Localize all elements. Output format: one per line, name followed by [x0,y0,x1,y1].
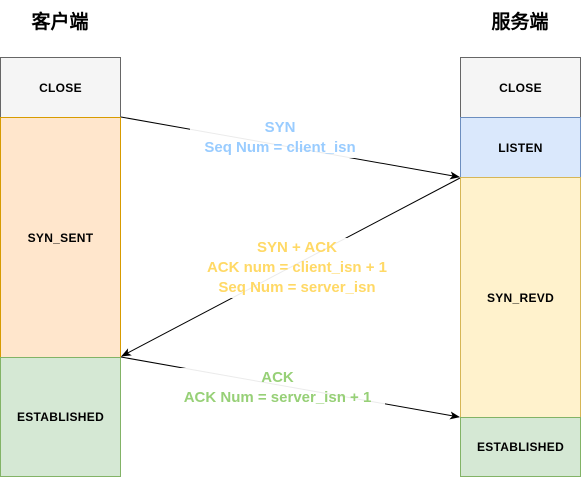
server-state-close: CLOSE [460,57,581,118]
client-state-established: ESTABLISHED [0,357,121,477]
syn-message-seq: Seq Num = client_isn [204,139,356,156]
syn-ack-message-title: SYN + ACK [257,239,337,256]
server-state-established: ESTABLISHED [460,417,581,477]
server-state-listen: LISTEN [460,117,581,178]
client-lane-title: 客户端 [31,11,89,33]
syn-message-title: SYN [264,119,296,136]
syn-ack-message-ack: ACK num = client_isn + 1 [206,259,388,276]
server-lane-title: 服务端 [491,11,549,33]
client-state-close: CLOSE [0,57,121,118]
ack-message-ack: ACK Num = server_isn + 1 [183,389,372,406]
server-state-syn-revd: SYN_REVD [460,177,581,418]
ack-message-title: ACK [261,369,294,386]
syn-ack-message-label: SYN + ACK ACK num = client_isn + 1 Seq N… [192,238,402,298]
ack-message-label: ACK ACK Num = server_isn + 1 [170,368,385,408]
syn-ack-message-seq: Seq Num = server_isn [218,279,376,296]
client-state-syn-sent: SYN_SENT [0,117,121,358]
syn-message-label: SYN Seq Num = client_isn [190,118,370,158]
